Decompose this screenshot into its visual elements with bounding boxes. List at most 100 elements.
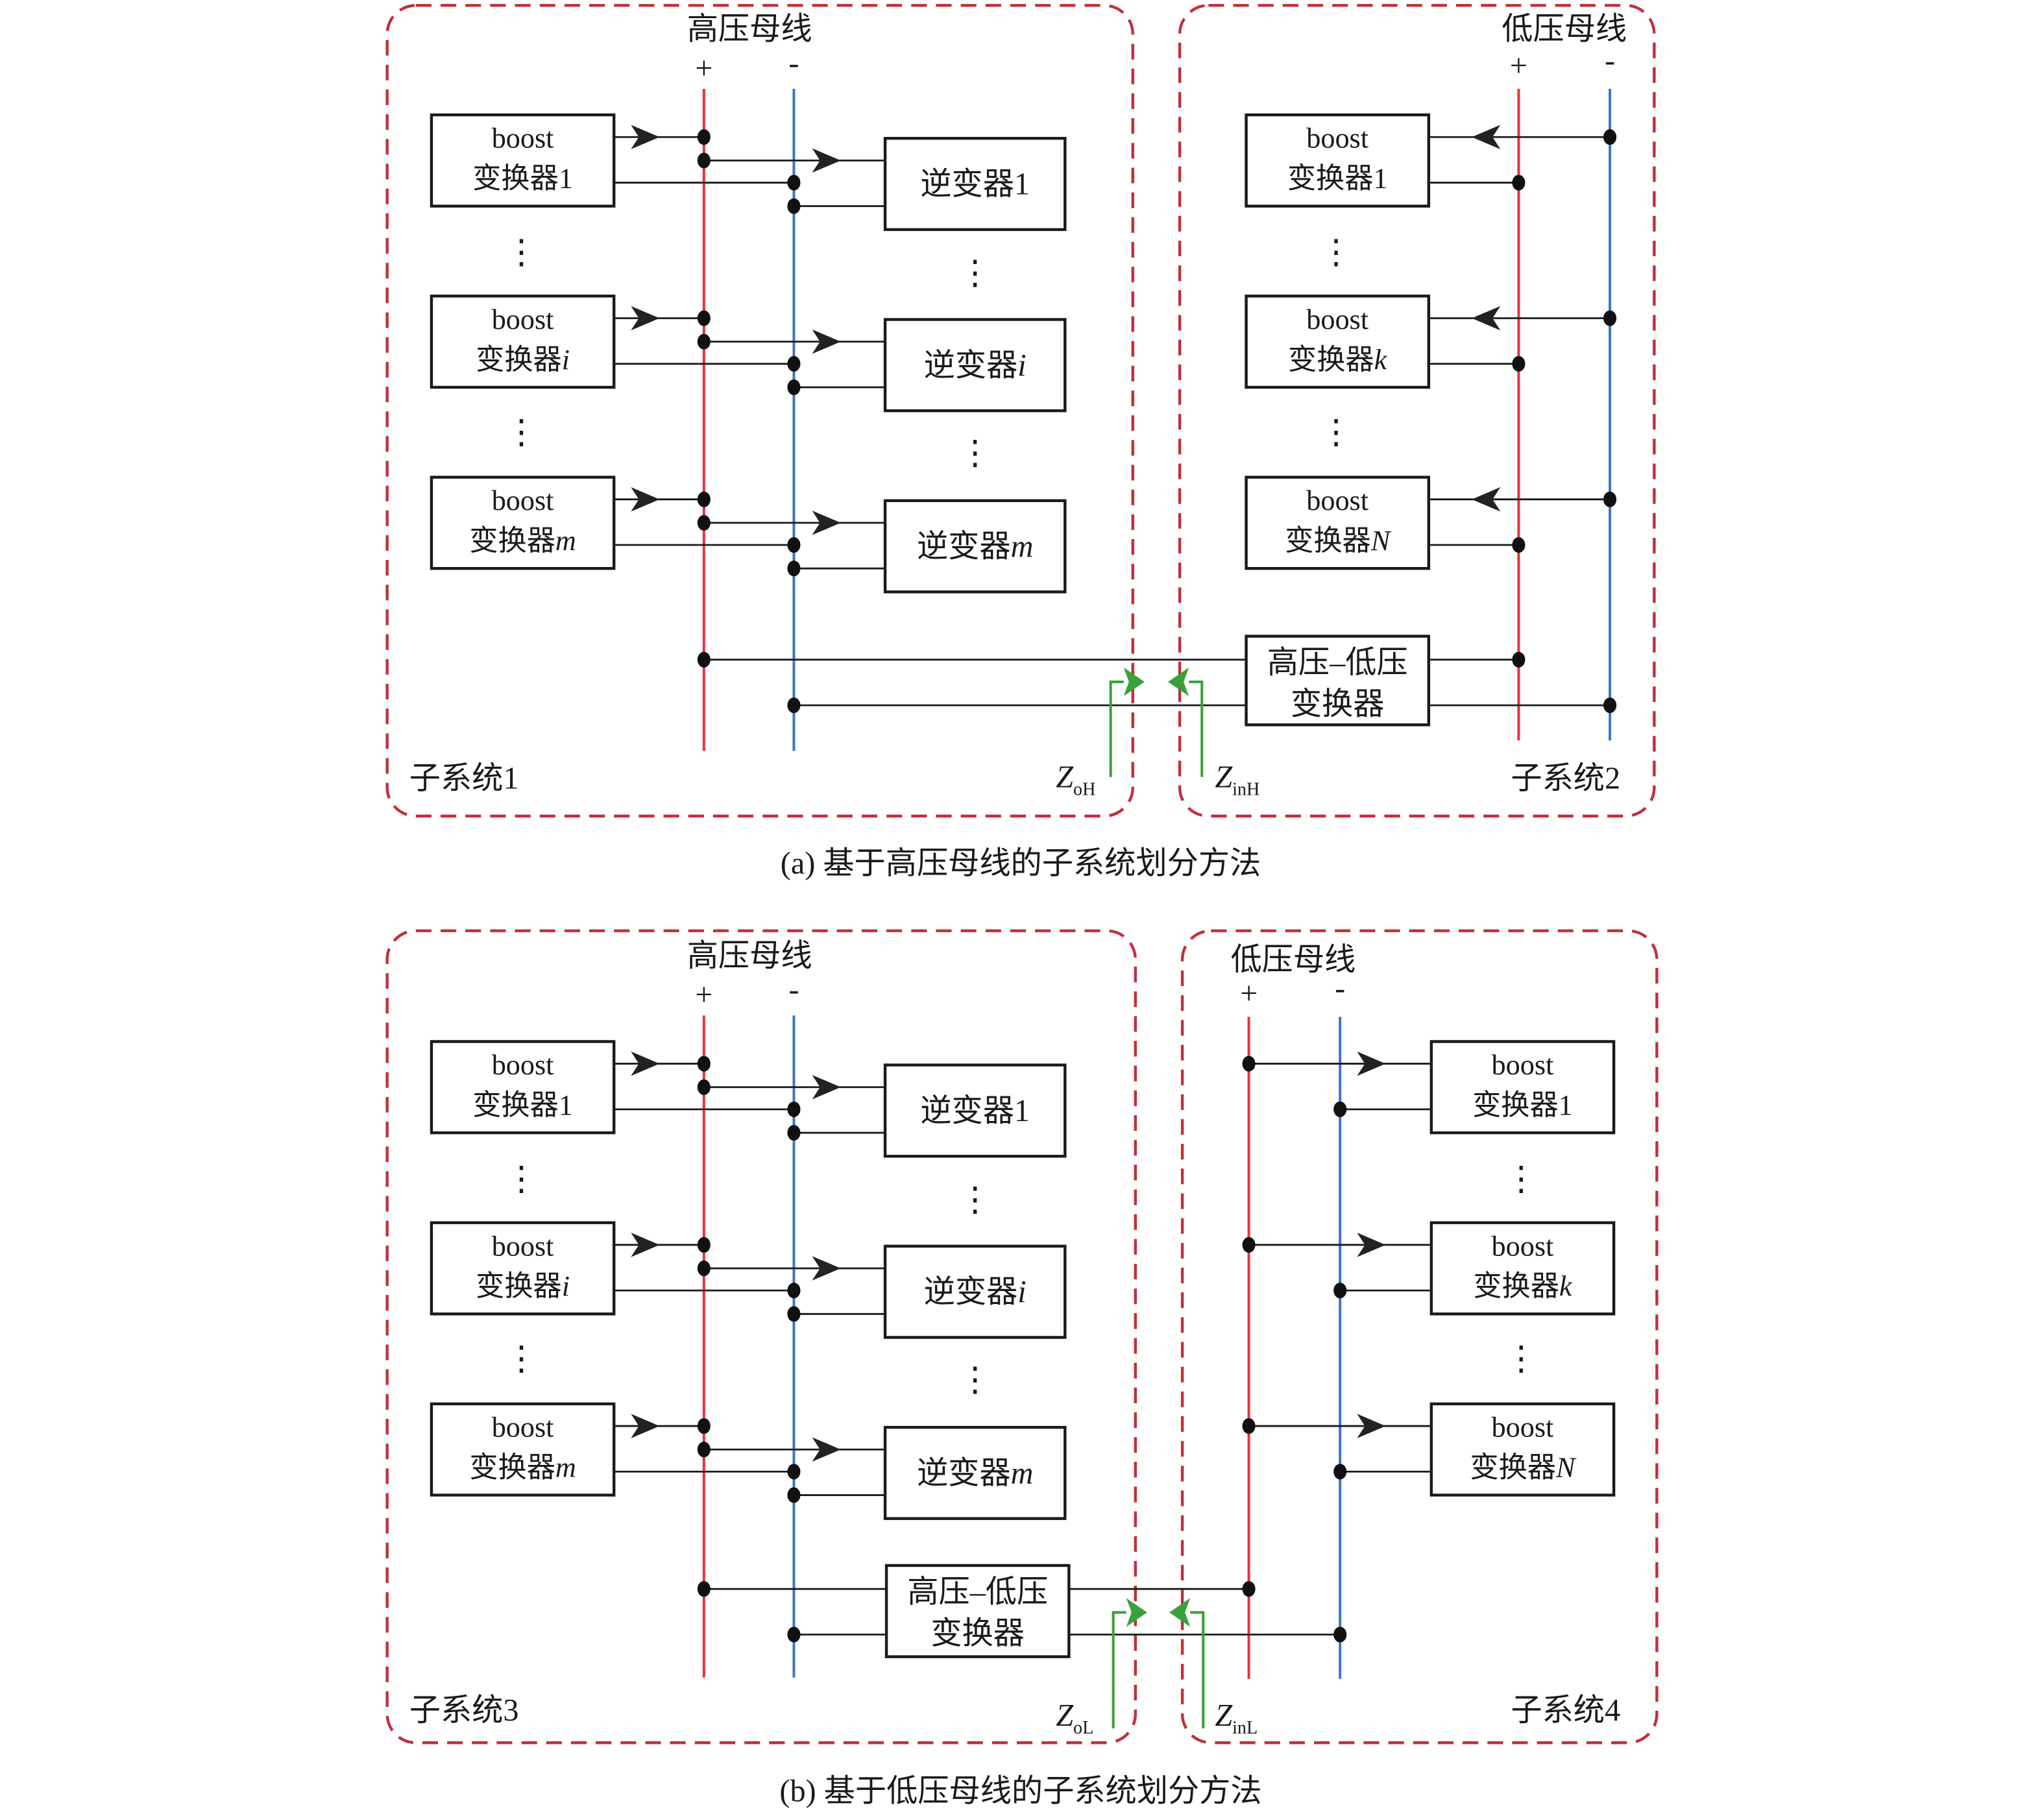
flow-arrow-icon [812,1256,841,1281]
hv-boost-converter-1: boost 变换器i [430,1221,616,1316]
ellipsis-dots: ⋮ [1504,1340,1538,1378]
inverter-box [883,1425,1067,1520]
flow-arrow-icon [631,1414,660,1438]
converter-name: 变换器 [1285,525,1371,557]
impedance-symbol: Z [1056,1698,1074,1733]
converter-label-line1: boost [492,1230,554,1262]
inverter-index: 1 [1014,1094,1030,1128]
inverter-name: 逆变器 [924,1275,1018,1309]
junction-dot [1333,1101,1347,1117]
junction-dot [1603,310,1617,326]
converter-name: 变换器 [476,1270,562,1302]
flow-arrow-icon [1357,1414,1386,1438]
ellipsis-dots: ⋮ [958,1361,992,1399]
converter-box [1245,113,1430,208]
converter-box [1430,1402,1616,1497]
ellipsis-dots: ⋮ [504,234,538,271]
hv-boost-converter-1: boost 变换器i [430,295,616,389]
ellipsis-dots: ⋮ [504,1340,538,1378]
inverter-1: 逆变器i [883,318,1067,413]
hv-bus-label: 高压母线 [687,12,812,47]
inverter-box [883,1063,1067,1158]
converter-label-line1: boost [492,1412,554,1444]
converter-box [1245,634,1430,727]
flow-arrow-icon [631,125,660,150]
impedance-arrow-icon [1123,667,1145,697]
inverter-box [883,1244,1067,1339]
lv-bus-minus-label: - [1335,971,1345,1006]
inverter-index: i [1017,348,1026,383]
junction-dot [787,175,801,191]
converter-name: 变换器 [1288,344,1374,376]
converter-label-line1: boost [1306,485,1369,516]
inverter-name: 逆变器 [917,529,1011,564]
converter-label-line1: boost [492,304,554,335]
converter-label-line2: 变换器k [1288,344,1388,376]
converter-index: i [562,344,570,376]
inverter-name: 逆变器 [924,348,1018,383]
impedance-in-arrow [1169,1598,1205,1729]
junction-dot [697,1056,711,1072]
converter-box [884,1564,1071,1658]
inverter-label: 逆变器m [917,529,1033,564]
converter-name: 变换器 [472,163,559,195]
flow-arrow-icon [631,487,660,512]
flow-arrow-icon [1472,306,1501,331]
subsystem-2-label: 子系统2 [1511,762,1620,796]
converter-index: k [1559,1270,1573,1302]
converter-index: N [1555,1451,1577,1483]
lv-boost-converter-0: boost 变换器1 [1430,1040,1616,1135]
converter-index: i [562,1270,570,1302]
converter-box [1430,1040,1616,1135]
converter-name: 变换器 [1287,163,1374,195]
converter-label-line2: 变换器1 [1472,1089,1573,1121]
junction-dot [787,198,801,214]
junction-dot [1512,651,1526,668]
ellipsis-dots: ⋮ [1319,234,1353,271]
impedance-out-label: ZoL [1056,1698,1093,1738]
inverter-index: 1 [1014,167,1030,202]
converter-label-line1: boost [1492,1049,1554,1081]
converter-label-line2: 变换器i [476,344,570,376]
inverter-2: 逆变器m [883,499,1067,594]
flow-arrow-icon [631,1233,660,1257]
ellipsis-dots: ⋮ [958,1181,992,1219]
impedance-subscript: inH [1232,780,1259,800]
junction-dot [1242,1581,1256,1597]
subsystem-3-label: 子系统3 [409,1693,519,1728]
junction-dot [697,1260,711,1277]
flow-arrow-icon [1357,1051,1386,1076]
converter-name: 变换器 [476,344,562,376]
inverter-label: 逆变器i [924,1275,1027,1309]
impedance-in-arrow [1168,667,1204,777]
converter-label-line2: 变换器i [476,1270,570,1302]
impedance-symbol: Z [1215,760,1233,795]
converter-box [430,295,616,389]
junction-dot [697,514,711,531]
impedance-subscript: oL [1073,1718,1093,1738]
flow-arrow-icon [1472,487,1501,512]
flow-arrow-icon [812,1437,841,1462]
converter-index: 1 [559,163,573,195]
impedance-subscript: oH [1073,780,1095,800]
ellipsis-dots: ⋮ [1319,413,1353,451]
junction-dot [1512,175,1526,191]
inverter-index: m [1011,529,1034,564]
inverter-label: 逆变器1 [920,1094,1030,1128]
junction-dot [1333,1283,1347,1299]
converter-index: N [1370,525,1392,557]
junction-dot [787,356,801,372]
flow-arrow-icon [812,1074,841,1100]
junction-dot [1242,1418,1256,1434]
junction-dot [697,152,711,169]
ellipsis-dots: ⋮ [504,413,538,451]
converter-index: 1 [559,1089,573,1121]
impedance-symbol: Z [1056,760,1074,795]
hv-bus-plus-label: + [695,978,712,1012]
